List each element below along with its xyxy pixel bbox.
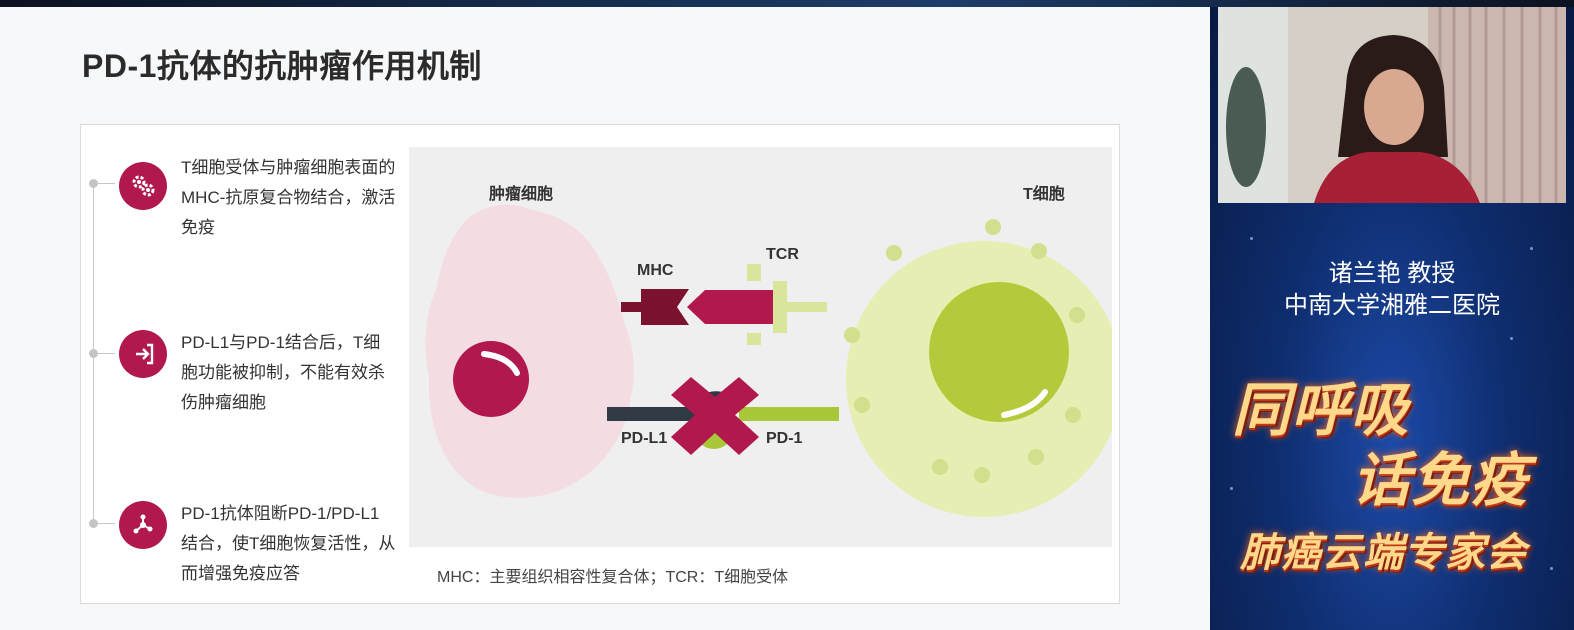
decor-sparkle <box>1230 487 1233 490</box>
t-cell-granule <box>974 467 990 483</box>
timeline-dot <box>89 179 98 188</box>
pd1-bar <box>739 407 839 421</box>
t-cell-granule <box>854 397 870 413</box>
login-arrow-icon <box>119 330 167 378</box>
timeline-dot <box>89 349 98 358</box>
antigen <box>687 290 775 324</box>
brand-line-2: 话免疫 <box>1352 448 1530 513</box>
mhc-receptor <box>641 289 689 325</box>
step-text-1: T细胞受体与肿瘤细胞表面的MHC-抗原复合物结合，激活免疫 <box>181 158 396 237</box>
label-tumor: 肿瘤细胞 <box>489 184 553 203</box>
top-bar <box>0 0 1574 7</box>
speaker-affiliation: 中南大学湘雅二医院 <box>1284 292 1500 319</box>
footnote: MHC：主要组织相容性复合体；TCR：T细胞受体 <box>437 569 789 586</box>
t-cell-granule <box>844 327 860 343</box>
decor-sparkle <box>1510 337 1513 340</box>
slide: PD-1抗体的抗肿瘤作用机制 T细胞受体与肿瘤细胞表面的MHC-抗原复合物结合，… <box>0 7 1210 630</box>
brand-line-1: 同呼吸 <box>1232 378 1410 443</box>
t-cell-granule <box>985 219 1001 235</box>
step-text-2: PD-L1与PD-1结合后，T细胞功能被抑制，不能有效杀伤肿瘤细胞 <box>181 333 385 412</box>
video-mirror <box>1226 67 1266 187</box>
content-panel: T细胞受体与肿瘤细胞表面的MHC-抗原复合物结合，激活免疫 PD-L1与PD-1… <box>80 124 1120 604</box>
t-cell-granule <box>1069 307 1085 323</box>
timeline-tick <box>95 523 115 524</box>
pdl1-bar <box>607 407 712 421</box>
tumor-nucleus-highlight <box>481 351 520 376</box>
label-tcr: TCR <box>766 246 799 263</box>
t-cell-granule <box>1028 449 1044 465</box>
label-tcell: T细胞 <box>1023 184 1065 203</box>
decor-sparkle <box>1550 567 1553 570</box>
tumor-cell <box>425 204 634 498</box>
label-pd1: PD-1 <box>766 430 803 447</box>
t-cell-nucleus-highlight <box>1001 389 1048 418</box>
tcr-stalk <box>787 302 827 312</box>
t-cell-granule <box>1065 407 1081 423</box>
tcr-receptor <box>747 264 787 345</box>
gears-icon <box>119 162 167 210</box>
t-cell-granule <box>1031 243 1047 259</box>
block-x-icon <box>671 377 759 455</box>
mechanism-diagram: 肿瘤细胞 T细胞 MHC TCR PD-L1 PD-1 <box>409 147 1112 547</box>
t-cell-nucleus <box>929 282 1069 422</box>
decor-sparkle <box>1530 247 1533 250</box>
t-cell-granule <box>886 245 902 261</box>
video-person-body <box>1314 152 1480 203</box>
sidebar-panel: 诸兰艳 教授 中南大学湘雅二医院 同呼吸 话免疫 肺癌云端专家会 <box>1210 7 1574 630</box>
label-pdl1: PD-L1 <box>621 430 667 447</box>
step-text-3: PD-1抗体阻断PD-1/PD-L1结合，使T细胞恢复活性，从而增强免疫应答 <box>181 504 396 583</box>
speaker-name: 诸兰艳 教授 <box>1328 260 1456 287</box>
label-mhc: MHC <box>637 262 674 279</box>
network-icon <box>119 501 167 549</box>
video-person-face <box>1364 69 1424 145</box>
timeline-tick <box>95 183 115 184</box>
mhc-stalk <box>621 302 646 312</box>
timeline-tick <box>95 353 115 354</box>
t-cell-granule <box>932 459 948 475</box>
tumor-nucleus <box>453 341 529 417</box>
timeline-dot <box>89 519 98 528</box>
decor-sparkle <box>1250 237 1253 240</box>
brand-line-3: 肺癌云端专家会 <box>1240 531 1527 575</box>
speaker-video <box>1218 7 1566 203</box>
slide-title: PD-1抗体的抗肿瘤作用机制 <box>82 48 482 84</box>
